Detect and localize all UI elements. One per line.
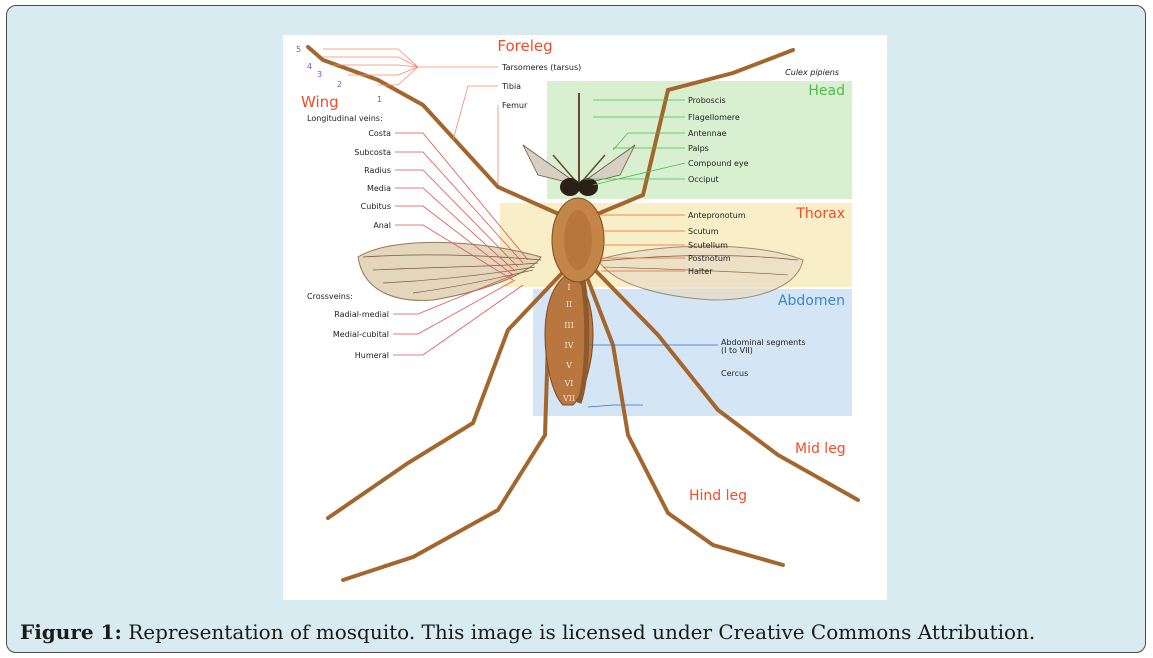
figure-caption: Figure 1: Representation of mosquito. Th… bbox=[20, 620, 1140, 644]
vein-label: Cubitus bbox=[361, 202, 391, 211]
hind-leg-label: Hind leg bbox=[689, 488, 747, 504]
foreleg-label: Foreleg bbox=[497, 37, 552, 55]
mid-leg-label: Mid leg bbox=[795, 441, 846, 457]
head-part-label: Antennae bbox=[688, 129, 727, 138]
vein-label: Anal bbox=[373, 221, 391, 230]
crossveins-heading: Crossveins: bbox=[307, 292, 353, 301]
vein-label: Media bbox=[367, 184, 391, 193]
segment-numeral: VII bbox=[562, 394, 575, 403]
vein-label: Radius bbox=[364, 166, 391, 175]
thorax-part-label: Postnotum bbox=[688, 254, 731, 263]
segment-numeral: I bbox=[567, 283, 570, 292]
longitudinal-veins-heading: Longitudinal veins: bbox=[307, 114, 383, 123]
mosquito-diagram: Foreleg Wing Head Thorax Abdomen Mid leg… bbox=[283, 35, 887, 600]
tarsus-number: 3 bbox=[317, 70, 322, 79]
caption-text: Representation of mosquito. This image i… bbox=[122, 620, 1035, 644]
segment-numeral: IV bbox=[565, 341, 574, 350]
head-part-label: Proboscis bbox=[688, 96, 726, 105]
thorax-part-label: Scutum bbox=[688, 227, 719, 236]
thorax-body bbox=[552, 198, 604, 282]
wing-vein-labels: Longitudinal veins: Costa Subcosta Radiu… bbox=[307, 114, 391, 360]
foreleg-part-femur: Femur bbox=[502, 101, 528, 110]
crossvein-label: Humeral bbox=[355, 351, 389, 360]
tarsus-number: 1 bbox=[377, 95, 382, 104]
head-label: Head bbox=[808, 83, 845, 99]
wing-label: Wing bbox=[301, 93, 339, 111]
tarsus-number: 4 bbox=[307, 62, 312, 71]
crossvein-label: Medial-cubital bbox=[333, 330, 389, 339]
abdomen-part-label: Cercus bbox=[721, 369, 748, 378]
abdomen-label: Abdomen bbox=[778, 293, 845, 309]
thorax-part-label: Antepronotum bbox=[688, 211, 746, 220]
tarsus-number: 5 bbox=[296, 45, 301, 54]
head-part-label: Occiput bbox=[688, 175, 719, 184]
segment-numeral: VI bbox=[564, 379, 574, 388]
head-part-label: Flagellomere bbox=[688, 113, 740, 122]
species-label: Culex pipiens bbox=[785, 68, 839, 77]
head-part-label: Compound eye bbox=[688, 159, 749, 168]
foreleg-part-tibia: Tibia bbox=[501, 82, 521, 91]
caption-label: Figure 1: bbox=[20, 620, 122, 644]
head-part-label: Palps bbox=[688, 144, 709, 153]
tarsus-number: 2 bbox=[337, 80, 342, 89]
crossvein-label: Radial-medial bbox=[334, 310, 389, 319]
segment-numeral: III bbox=[564, 321, 573, 330]
diagram-svg: Foreleg Wing Head Thorax Abdomen Mid leg… bbox=[283, 35, 887, 600]
thorax-part-label: Halter bbox=[688, 267, 713, 276]
thorax-part-label: Scutellum bbox=[688, 241, 728, 250]
vein-label: Subcosta bbox=[354, 148, 391, 157]
segment-numeral: V bbox=[565, 361, 572, 370]
abdomen-part-label: (I to VII) bbox=[721, 346, 753, 355]
vein-label: Costa bbox=[368, 129, 391, 138]
foreleg-part-tarsomeres: Tarsomeres (tarsus) bbox=[501, 63, 581, 72]
segment-numeral: II bbox=[566, 300, 572, 309]
thorax-label: Thorax bbox=[795, 206, 845, 222]
